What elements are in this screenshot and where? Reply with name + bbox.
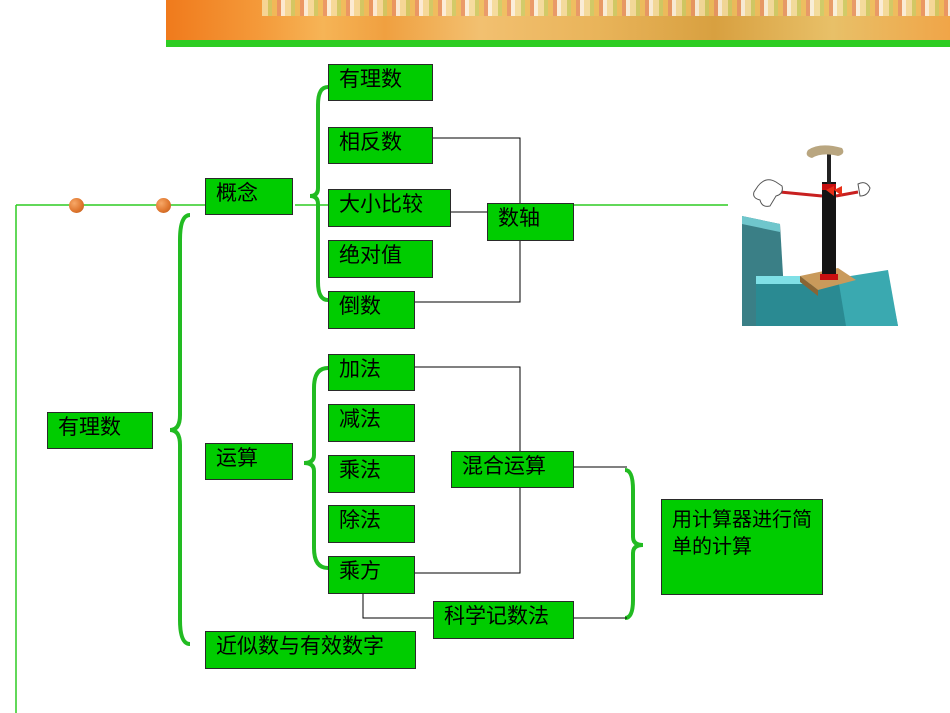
concept-item-compare: 大小比较 bbox=[328, 189, 451, 227]
operations-node: 运算 bbox=[205, 443, 293, 480]
op-item-division: 除法 bbox=[328, 505, 415, 543]
root-brace bbox=[169, 213, 191, 646]
op-item-subtraction: 减法 bbox=[328, 404, 415, 442]
mixed-operations-node: 混合运算 bbox=[451, 451, 574, 488]
calculator-node: 用计算器进行简单的计算 bbox=[661, 499, 823, 595]
calculator-brace bbox=[624, 468, 644, 620]
concept-item-reciprocal: 倒数 bbox=[328, 291, 415, 329]
op-item-addition: 加法 bbox=[328, 354, 415, 391]
pump-clipart bbox=[742, 145, 898, 326]
number-line-node: 数轴 bbox=[487, 203, 574, 241]
op-item-power: 乘方 bbox=[328, 556, 415, 594]
power-to-sci-link bbox=[362, 593, 433, 619]
concept-node: 概念 bbox=[205, 178, 293, 215]
op-item-multiplication: 乘法 bbox=[328, 455, 415, 493]
concept-item-absolute: 绝对值 bbox=[328, 240, 433, 278]
approximation-node: 近似数与有效数字 bbox=[205, 631, 416, 669]
operations-brace bbox=[303, 366, 329, 570]
concept-item-rational: 有理数 bbox=[328, 64, 433, 101]
scientific-notation-node: 科学记数法 bbox=[433, 601, 574, 639]
axis-dot-2 bbox=[156, 198, 171, 213]
concept-brace bbox=[309, 85, 329, 302]
axis-dot-1 bbox=[69, 198, 84, 213]
banner-floral-texture bbox=[262, 0, 950, 16]
banner-green-stripe bbox=[166, 40, 950, 47]
concept-item-opposite: 相反数 bbox=[328, 127, 433, 164]
root-node: 有理数 bbox=[47, 412, 153, 449]
